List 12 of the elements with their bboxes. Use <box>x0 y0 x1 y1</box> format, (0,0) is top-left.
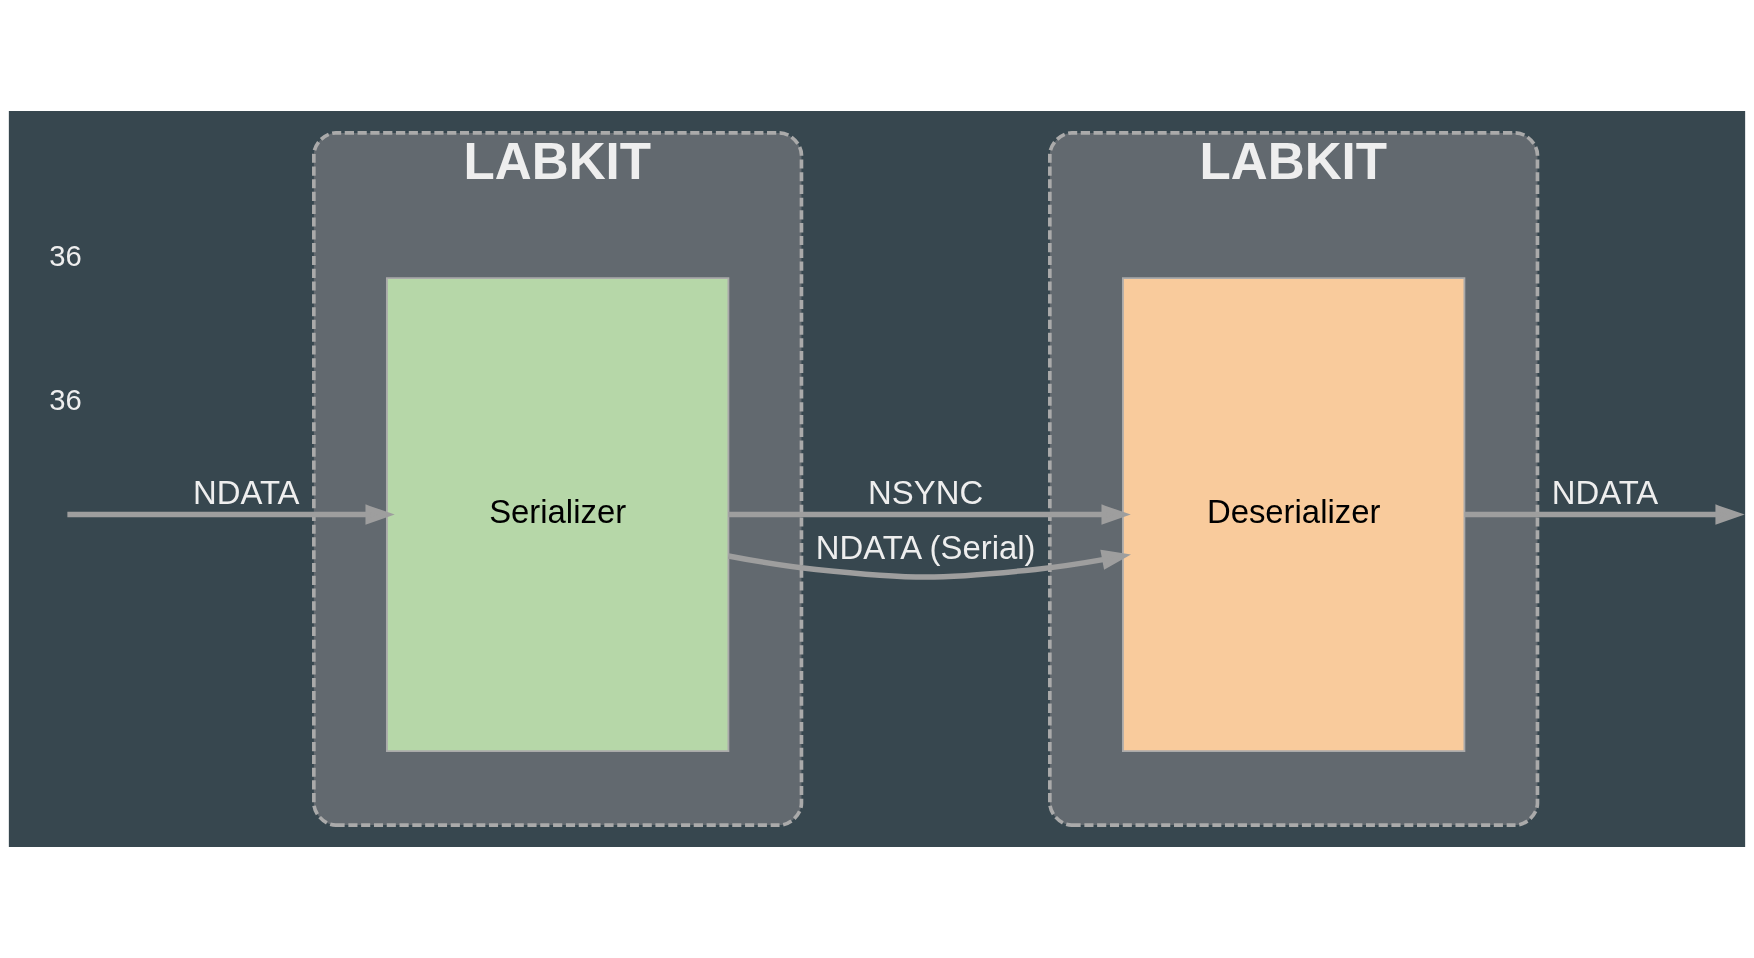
edge-label: NSYNC <box>868 474 984 512</box>
label: 36 <box>49 384 82 417</box>
arrow <box>728 504 1131 525</box>
label: 36 <box>49 239 82 272</box>
arrow <box>727 549 1131 580</box>
node-box: Serializer <box>385 277 730 753</box>
edge-label: NDATA <box>193 474 300 512</box>
edge-label: NDATA <box>1551 474 1659 512</box>
arrow <box>67 504 395 525</box>
node-box: Deserializer <box>1121 277 1466 753</box>
arrow <box>1464 504 1745 525</box>
edge-label: NDATA (Serial) <box>815 529 1036 567</box>
